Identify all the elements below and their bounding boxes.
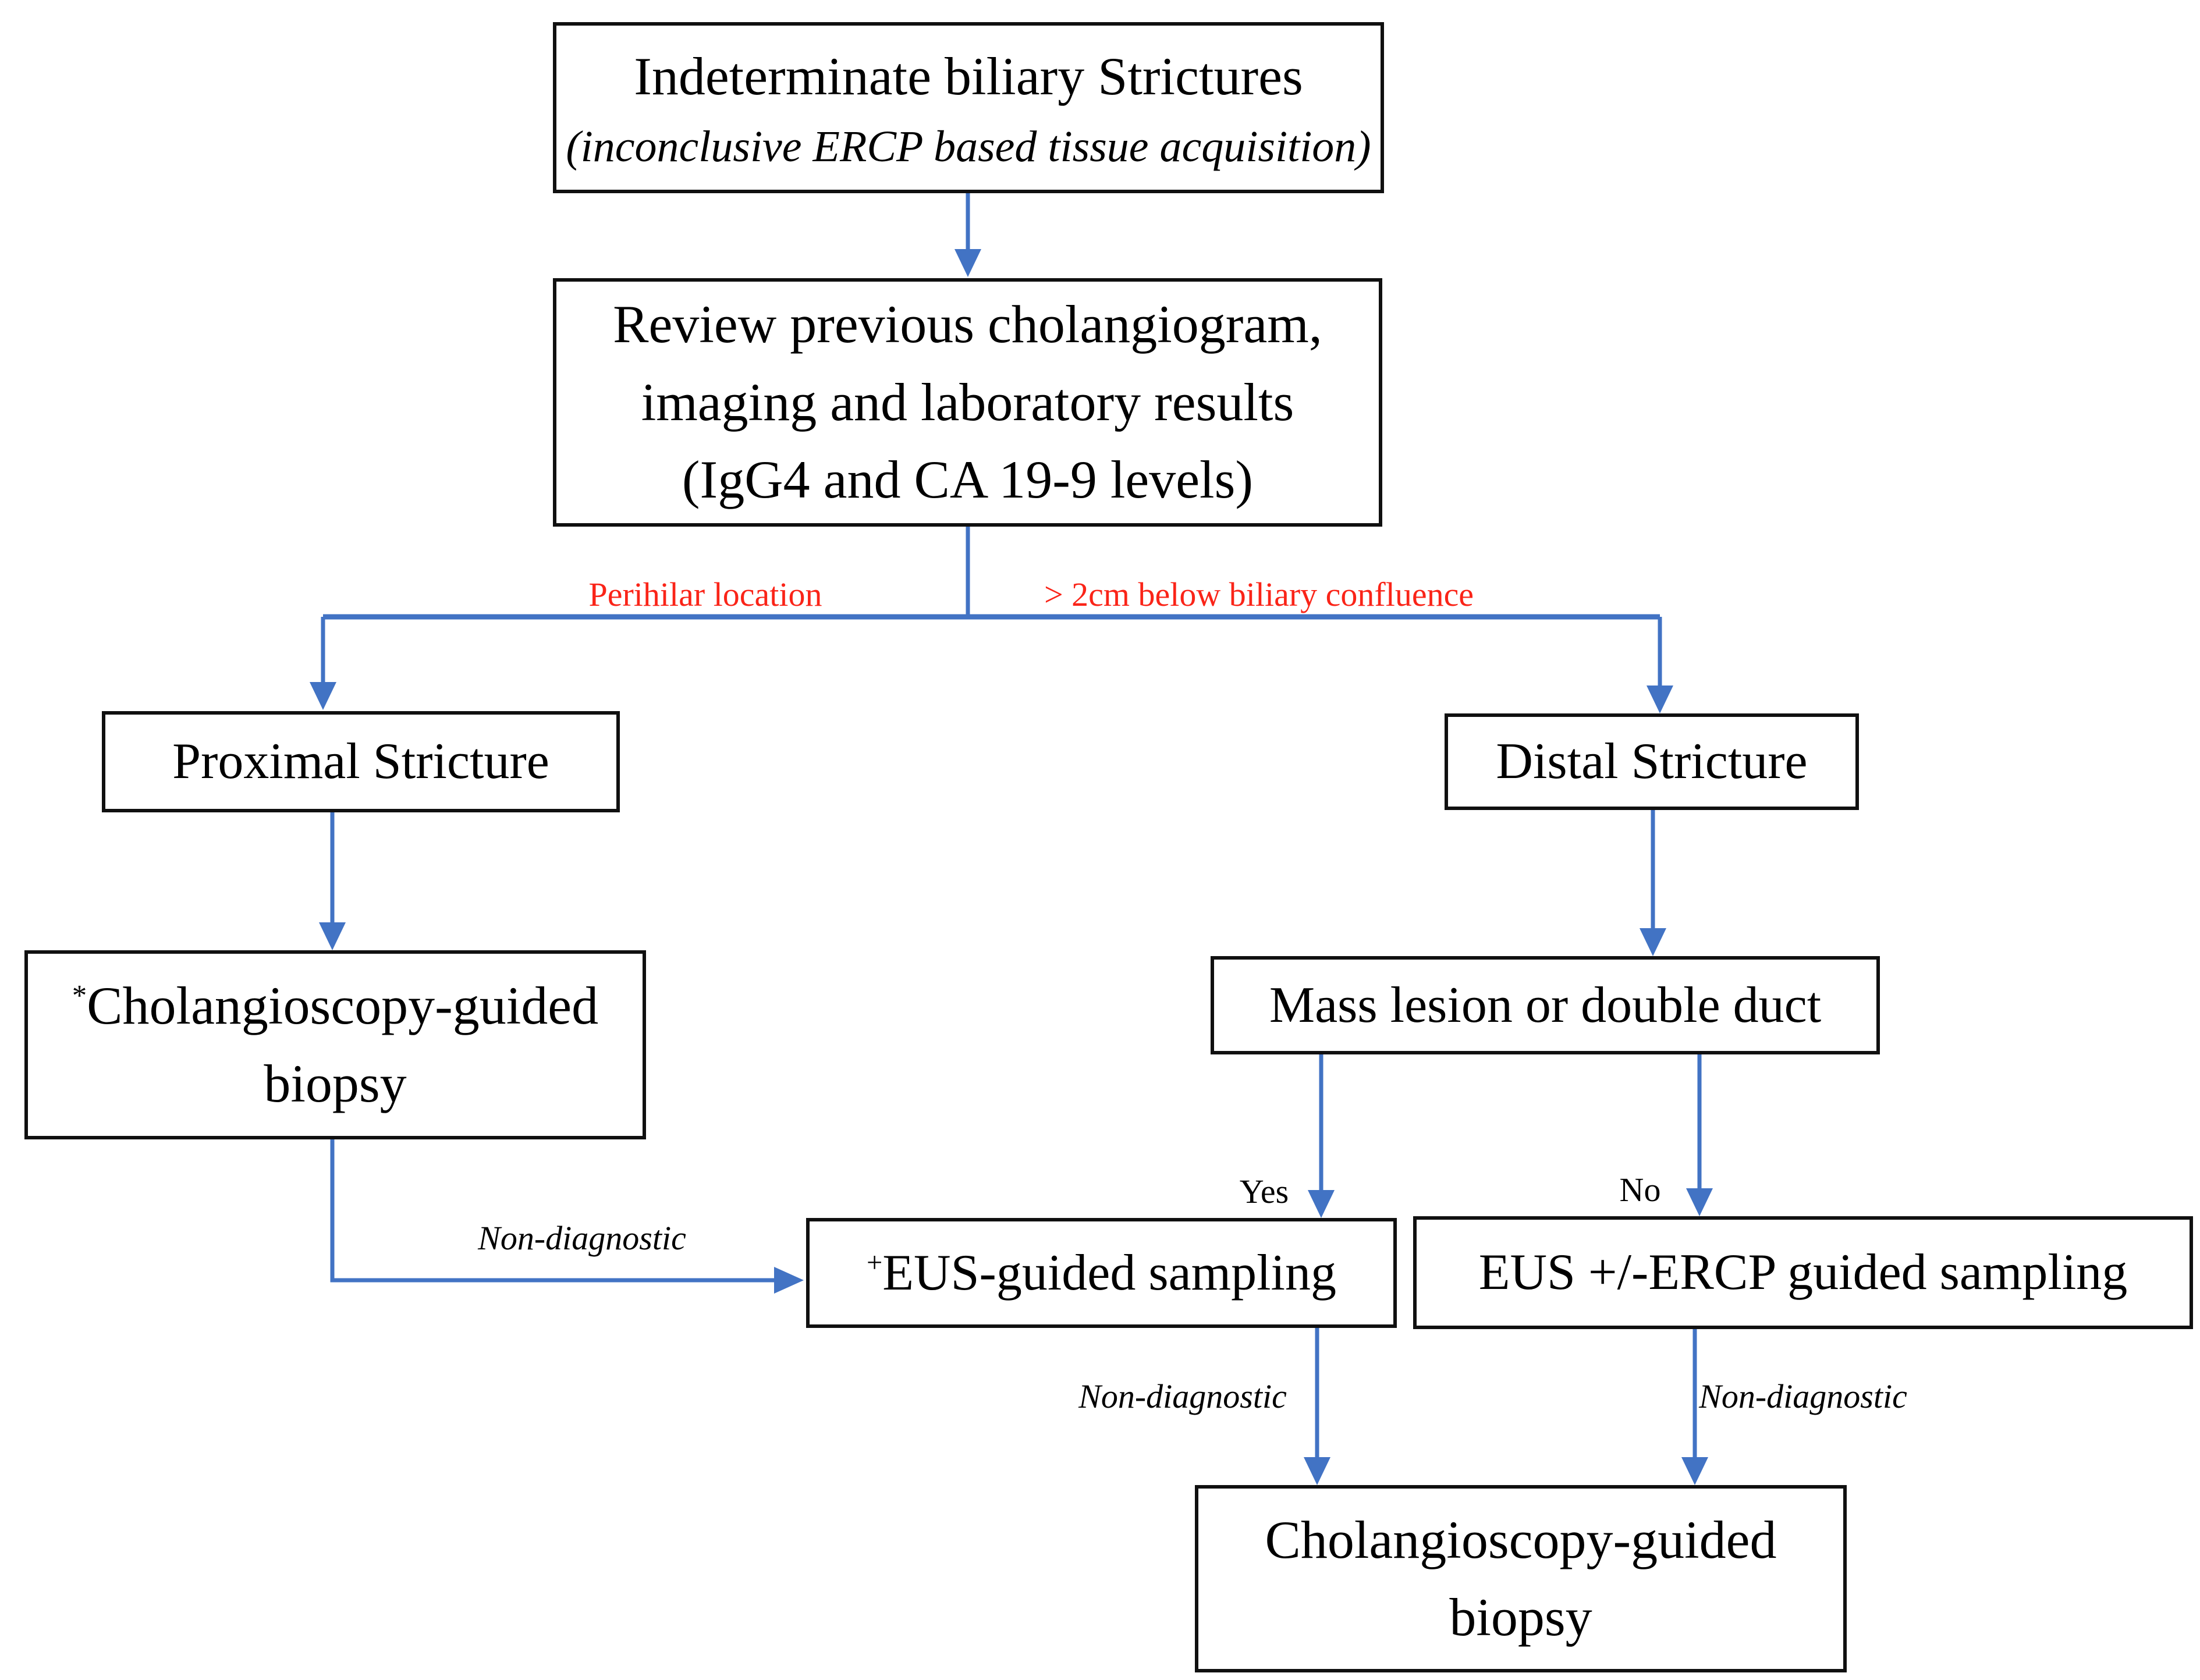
- eus-ercp-label: EUS +/-ERCP guided sampling: [1478, 1244, 2128, 1301]
- arrow-distal-to-mass: [1640, 810, 1666, 956]
- arrow-proximal-to-biopsy: [319, 812, 346, 950]
- edge-label-non-diagnostic-left: Non-diagnostic: [478, 1219, 686, 1257]
- eus-sampling-label: +EUS-guided sampling: [866, 1244, 1336, 1301]
- node-review-results: Review previous cholangiogram, imaging a…: [553, 278, 1382, 527]
- arrow-branch-to-proximal: [310, 617, 336, 710]
- arrow-indeterminate-to-review: [954, 193, 981, 277]
- node-subtitle: (inconclusive ERCP based tissue acquisit…: [566, 122, 1371, 171]
- final-biopsy-line-2: biopsy: [1449, 1587, 1592, 1647]
- biopsy-line-1: *Cholangioscopy-guided: [72, 976, 599, 1036]
- connector-review-to-branch: [323, 527, 1660, 620]
- asterisk-marker: *: [72, 979, 87, 1012]
- arrow-ercp-to-final-biopsy: [1681, 1329, 1708, 1485]
- node-title: Indeterminate biliary Strictures: [634, 47, 1303, 106]
- final-biopsy-line-1: Cholangioscopy-guided: [1265, 1509, 1777, 1569]
- edge-label-below-biliary-confluence: > 2cm below biliary confluence: [1044, 576, 1474, 613]
- edge-label-no: No: [1619, 1171, 1661, 1209]
- node-eus-guided-sampling: +EUS-guided sampling: [806, 1218, 1397, 1328]
- biopsy-line-2: biopsy: [264, 1053, 407, 1113]
- review-line-1: Review previous cholangiogram,: [613, 294, 1322, 354]
- node-distal-stricture: Distal Stricture: [1445, 713, 1859, 810]
- node-cholangioscopy-biopsy-final: Cholangioscopy-guided biopsy: [1195, 1485, 1847, 1672]
- node-mass-lesion: Mass lesion or double duct: [1211, 956, 1880, 1054]
- review-line-2: imaging and laboratory results: [641, 372, 1294, 432]
- edge-label-non-diagnostic-mid: Non-diagnostic: [1078, 1377, 1287, 1415]
- edge-label-non-diagnostic-right: Non-diagnostic: [1699, 1377, 1907, 1415]
- arrow-biopsy-nondiagnostic-to-eus: [330, 1139, 804, 1294]
- edge-label-yes: Yes: [1239, 1173, 1289, 1210]
- review-line-3: (IgG4 and CA 19-9 levels): [682, 450, 1254, 510]
- arrow-eus-to-final-biopsy: [1304, 1328, 1330, 1485]
- node-eus-ercp-guided-sampling: EUS +/-ERCP guided sampling: [1413, 1216, 2193, 1329]
- edge-label-perihilar-location: Perihilar location: [588, 576, 822, 613]
- mass-lesion-label: Mass lesion or double duct: [1269, 976, 1822, 1033]
- proximal-label: Proximal Stricture: [172, 733, 549, 790]
- node-proximal-stricture: Proximal Stricture: [102, 711, 620, 812]
- arrow-mass-yes-to-eus: [1308, 1054, 1335, 1218]
- distal-label: Distal Stricture: [1496, 733, 1808, 790]
- arrow-branch-to-distal: [1647, 617, 1673, 713]
- arrow-mass-no-to-ercp: [1686, 1054, 1713, 1216]
- node-indeterminate-strictures: Indeterminate biliary Strictures (inconc…: [553, 22, 1384, 193]
- plus-marker: +: [866, 1247, 883, 1278]
- node-cholangioscopy-biopsy-proximal: *Cholangioscopy-guided biopsy: [24, 950, 646, 1139]
